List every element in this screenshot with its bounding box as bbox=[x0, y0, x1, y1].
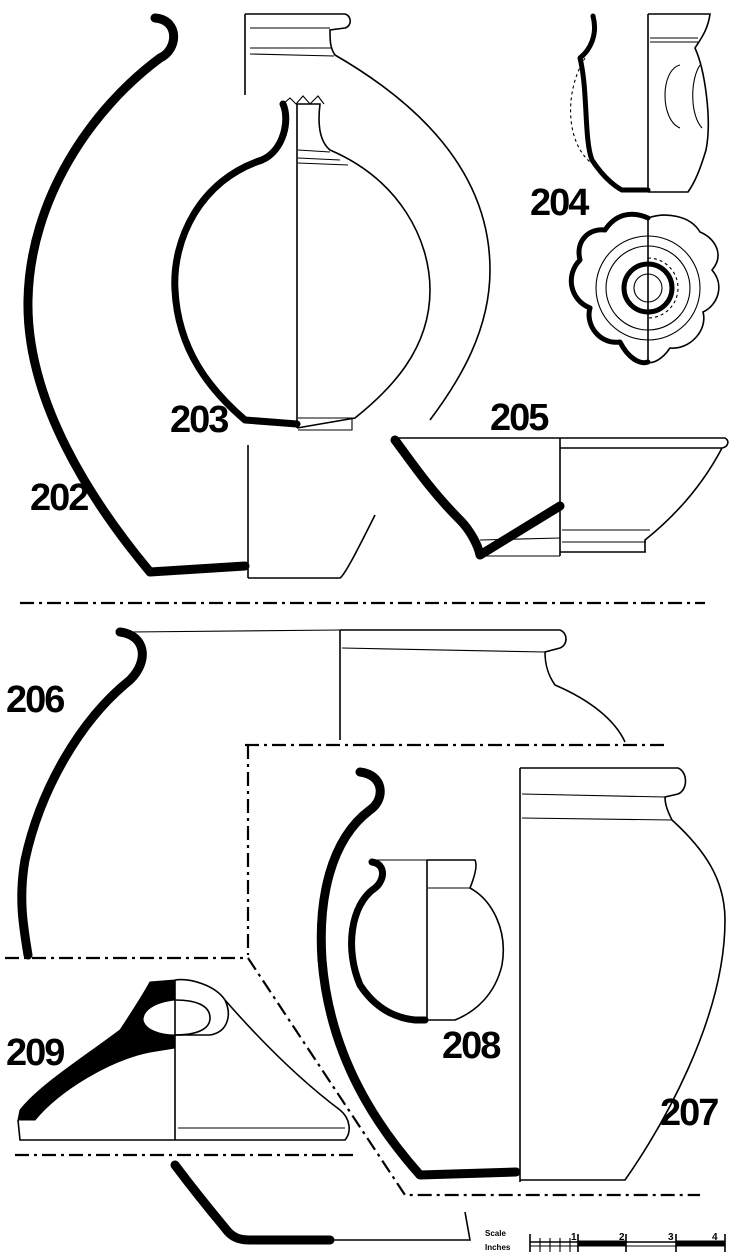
vessel-205-drawing bbox=[390, 435, 729, 560]
scale-title: Scale bbox=[485, 1229, 506, 1238]
scale-tick-4: 4 bbox=[712, 1232, 718, 1243]
vessel-209-drawing bbox=[17, 978, 350, 1141]
vessel-203-drawing bbox=[171, 95, 431, 431]
vessel-204-drawing bbox=[568, 13, 720, 366]
vessel-202-drawing bbox=[23, 13, 491, 579]
figure-label-202: 202 bbox=[30, 477, 88, 519]
figure-label-209: 209 bbox=[6, 1032, 64, 1074]
vessel-206-drawing bbox=[17, 627, 626, 960]
vessel-207-drawing bbox=[316, 767, 726, 1182]
figure-label-206: 206 bbox=[6, 679, 64, 721]
scale-units: Inches bbox=[485, 1243, 511, 1252]
figure-label-208: 208 bbox=[442, 1025, 500, 1067]
scale-tick-3: 3 bbox=[668, 1232, 674, 1243]
scale-tick-1: 1 bbox=[571, 1232, 577, 1243]
figure-label-205: 205 bbox=[490, 397, 549, 439]
figure-label-203: 203 bbox=[170, 399, 228, 441]
figure-label-207: 207 bbox=[660, 1092, 718, 1134]
scale-tick-2: 2 bbox=[619, 1232, 625, 1243]
vessel-208-drawing bbox=[348, 858, 504, 1024]
figure-label-204: 204 bbox=[530, 182, 589, 224]
scale-bar: Scale Inches 1 2 3 4 bbox=[485, 1229, 726, 1252]
vessel-206-base-drawing bbox=[170, 1160, 471, 1245]
frame-line-diagonal bbox=[247, 957, 700, 1197]
